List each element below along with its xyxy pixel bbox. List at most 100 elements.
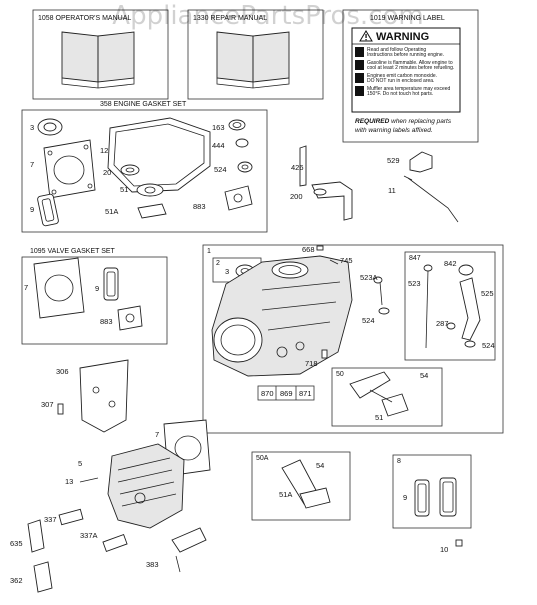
callout: 871	[299, 389, 312, 398]
read-manual-icon	[355, 47, 364, 57]
box-50a-label: 50A	[256, 455, 269, 462]
callout: 10	[440, 545, 448, 554]
callout: 426	[291, 163, 304, 172]
connector-362-part	[33, 561, 53, 593]
book-icon	[216, 31, 290, 89]
engine-block-part	[211, 255, 353, 377]
callout: 51	[375, 413, 383, 422]
callout: 523	[408, 279, 421, 288]
box-8-label: 8	[397, 458, 401, 465]
air-baffle-306-part	[79, 359, 129, 433]
callout: 51A	[279, 490, 292, 499]
engine-gasket-set-label: 358 ENGINE GASKET SET	[100, 101, 187, 108]
callout: 12	[100, 146, 108, 155]
spark-plug-337-part	[58, 508, 84, 526]
callout: 7	[30, 160, 34, 169]
warning-triangle-icon	[359, 30, 373, 42]
callout: 870	[261, 389, 274, 398]
head-gasket-part	[33, 257, 85, 319]
callout: 13	[65, 477, 73, 486]
callout: 883	[100, 317, 113, 326]
callout: 668	[302, 245, 315, 254]
seal-524-part	[378, 307, 390, 315]
book-icon	[61, 31, 135, 89]
callout: 869	[280, 389, 293, 398]
spark-plug-boot-635-part	[27, 519, 45, 553]
fastener-668	[316, 245, 324, 251]
bolt-13-part	[79, 477, 99, 483]
callout: 525	[481, 289, 494, 298]
callout: 9	[30, 205, 34, 214]
callout: 307	[41, 400, 54, 409]
callout: 54	[316, 461, 324, 470]
warning-line-7: Muffler area temperature may exceed	[367, 86, 451, 92]
box-1-label: 1	[207, 248, 211, 255]
cylinder-head-part	[107, 443, 185, 529]
callout: 842	[444, 259, 457, 268]
callout: 3	[225, 267, 229, 276]
flame-icon	[355, 60, 364, 70]
callout: 337	[44, 515, 57, 524]
callout: 524	[214, 165, 227, 174]
valve-gasket-set-label: 1095 VALVE GASKET SET	[30, 248, 116, 255]
callout: 9	[403, 493, 407, 502]
callout: 306	[56, 367, 69, 376]
screw-307-part	[57, 403, 64, 415]
cylinder-assembly-box: 1 2 3 668 745 523A 524 718 870 869 8	[202, 244, 504, 434]
dipstick-assembly-part	[423, 264, 481, 349]
carburetor-gasket-part	[136, 183, 164, 197]
breather-tube-383-part	[171, 527, 207, 573]
callout: 7	[155, 430, 159, 439]
callout: 3	[30, 123, 34, 132]
callout: 54	[420, 371, 428, 380]
seal-ring-part	[120, 164, 140, 176]
fastener-745	[329, 259, 339, 265]
valve-cover-gasket-part	[37, 193, 59, 227]
callout: 163	[212, 123, 225, 132]
box-50-label: 50	[336, 371, 344, 378]
valve-cover-gasket-part	[103, 267, 119, 301]
elbow-fitting-529	[409, 151, 433, 173]
callout: 51A	[105, 207, 118, 216]
box-8: 8 9	[392, 454, 472, 529]
warning-line-6: DO NOT run in enclosed area.	[367, 78, 434, 84]
callout: 362	[10, 576, 23, 585]
fumes-icon	[355, 73, 364, 83]
callout: 524	[362, 316, 375, 325]
callout: 20	[103, 168, 111, 177]
callout: 7	[24, 283, 28, 292]
warning-label-box: 1019 WARNING LABEL WARNING Read and foll…	[342, 9, 479, 143]
callout: 883	[193, 202, 206, 211]
callout: 635	[10, 539, 23, 548]
head-gasket-part	[43, 139, 96, 199]
callout: 718	[305, 359, 318, 368]
muffler-gasket-part	[117, 305, 143, 331]
callout: 5	[78, 459, 82, 468]
dipstick-523a-part	[373, 276, 383, 306]
washer-444-part	[235, 138, 249, 148]
screw-10-part	[455, 539, 463, 547]
watermark: AppliancePartsPros.com	[112, 1, 423, 31]
oil-seal-part	[37, 118, 63, 136]
warning-heading: WARNING	[376, 31, 429, 43]
gasket-163-part	[228, 119, 246, 131]
hot-surface-icon	[355, 86, 364, 96]
callout: 287	[436, 319, 449, 328]
warning-label-title: 1019 WARNING LABEL	[370, 15, 445, 22]
intake-gasket-part	[137, 203, 167, 219]
box-2-label: 2	[216, 260, 220, 267]
crankcase-gasket-part	[107, 117, 211, 193]
warning-line-8: 150°F. Do not touch hot parts.	[367, 91, 433, 97]
repair-manual-box: 1330 REPAIR MANUAL	[187, 9, 324, 100]
intake-manifold-part	[349, 371, 409, 417]
box-50a: 50A 54 51A	[251, 451, 351, 521]
engine-gasket-set-box: 358 ENGINE GASKET SET 3 7 9 12 20 51 51A	[21, 101, 268, 233]
callout: 444	[212, 141, 225, 150]
callout: 745	[340, 256, 353, 265]
warning-line-4: cool at least 2 minutes before refueling…	[367, 65, 454, 71]
warning-required-note: REQUIRED when replacing parts	[355, 118, 452, 125]
callout: 383	[146, 560, 159, 569]
plug-718-part	[321, 349, 328, 359]
